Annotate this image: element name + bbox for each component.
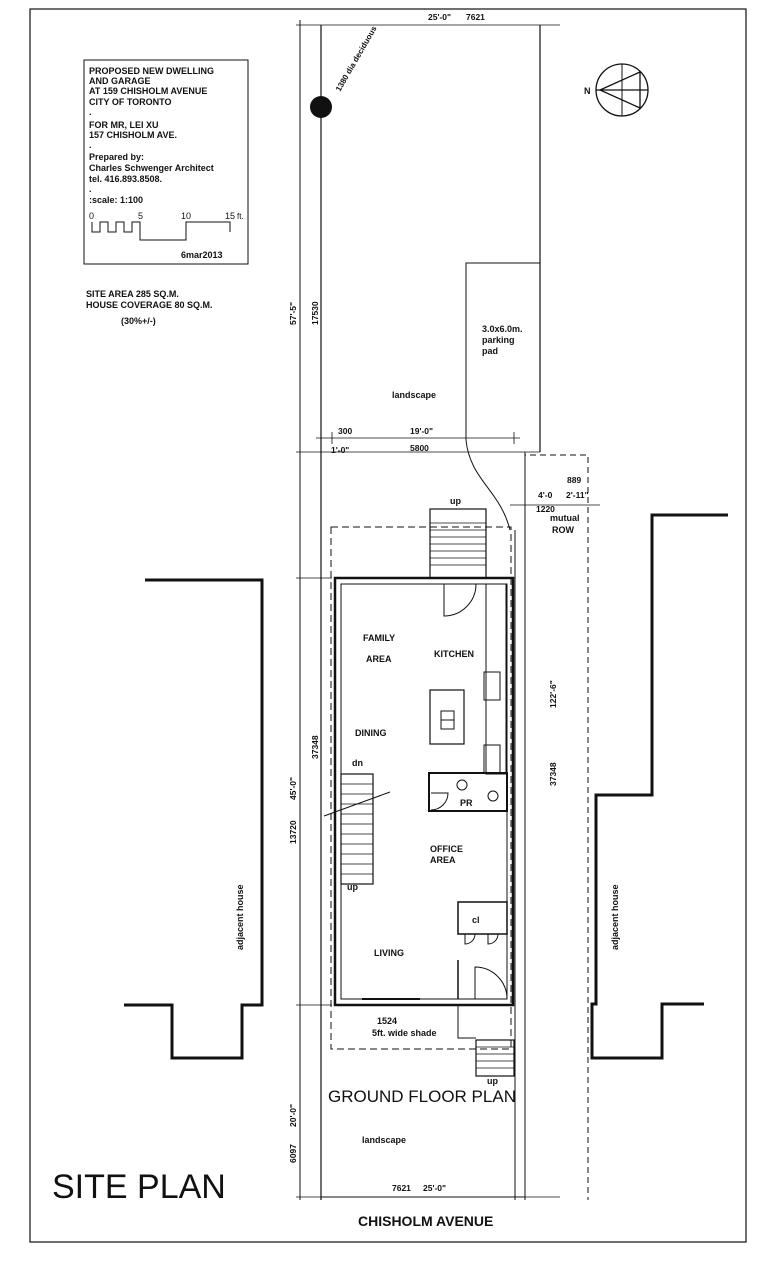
dim-2-11: 2'-11" — [566, 490, 589, 500]
title-block-line: . — [89, 184, 92, 194]
title-block-line: CITY OF TORONTO — [89, 97, 172, 107]
dim-top-imperial: 25'-0" — [428, 12, 451, 22]
room-label-living: LIVING — [374, 948, 404, 958]
title-block-line: Charles Schwenger Architect — [89, 163, 214, 173]
dim-lot-depth-metric: 17530 — [310, 301, 320, 325]
ground-floor-plan — [323, 508, 515, 1077]
parking-label-1: 3.0x6.0m. — [482, 324, 523, 334]
dim-122-6: 122'-6" — [548, 680, 558, 708]
tree-label: 1380 dia deciduous — [334, 24, 379, 93]
dim-5800: 5800 — [410, 443, 429, 453]
shade-label: 5ft. wide shade — [372, 1028, 437, 1038]
row-label: ROW — [552, 525, 575, 535]
drawing-date: 6mar2013 — [181, 250, 223, 260]
adjacent-house-right — [590, 513, 728, 1060]
room-label-family: FAMILY — [363, 633, 395, 643]
street-name: CHISHOLM AVENUE — [358, 1213, 493, 1229]
dim-19-0: 19'-0" — [410, 426, 433, 436]
title-block-line: . — [89, 140, 92, 150]
house-coverage: HOUSE COVERAGE 80 SQ.M. — [86, 300, 213, 310]
closet-label: cl — [472, 915, 480, 925]
title-block-line: tel. 416.893.8508. — [89, 174, 162, 184]
front-steps-up-label: up — [487, 1076, 498, 1086]
dim-37348-left: 37348 — [310, 735, 320, 759]
rear-steps-up-label: up — [450, 496, 461, 506]
stair-dn-label: dn — [352, 758, 363, 768]
dim-37348-right: 37348 — [548, 762, 558, 786]
sheet-border — [29, 8, 747, 1243]
mutual-label: mutual — [550, 513, 580, 523]
parking-label-2: parking — [482, 335, 515, 345]
title-block-line: AND GARAGE — [89, 76, 151, 86]
room-label-dining: DINING — [355, 728, 387, 738]
dim-20-0: 20'-0" — [288, 1104, 298, 1127]
dim-13720: 13720 — [288, 820, 298, 844]
title-block-line: Prepared by: — [89, 152, 144, 162]
scale-tick-10: 10 — [181, 211, 191, 221]
adjacent-house-left — [124, 578, 264, 1060]
scale-tick-15: 15 — [225, 211, 235, 221]
scale-unit: ft. — [237, 212, 244, 221]
dim-6097: 6097 — [288, 1144, 298, 1163]
scale-bar: 0 5 10 15 ft. — [89, 211, 244, 241]
site-area: SITE AREA 285 SQ.M. — [86, 289, 179, 299]
tree-icon — [310, 96, 332, 118]
title-block-line: 157 CHISHOLM AVE. — [89, 130, 177, 140]
title-block-line: AT 159 CHISHOLM AVENUE — [89, 86, 207, 96]
dim-lot-depth-imperial: 57'-5" — [288, 302, 298, 325]
title-block-line: . — [89, 107, 92, 117]
dimension-lines — [296, 20, 600, 1200]
landscape-front-label: landscape — [362, 1135, 406, 1145]
north-label: N — [584, 86, 591, 96]
room-label-family-area: AREA — [366, 654, 392, 664]
dim-45-0: 45'-0" — [288, 777, 298, 800]
room-label-kitchen: KITCHEN — [434, 649, 474, 659]
dim-bottom-metric: 7621 — [392, 1183, 411, 1193]
title-block-line: FOR MR, LEI XU — [89, 120, 159, 130]
dim-1-0: 1'-0" — [331, 445, 349, 455]
room-label-office: OFFICE — [430, 844, 463, 854]
site-plan-title: SITE PLAN — [52, 1168, 226, 1206]
dim-bottom-imperial: 25'-0" — [423, 1183, 446, 1193]
stair-up-label: up — [347, 882, 358, 892]
adjacent-house-left-label: adjacent house — [235, 884, 245, 950]
lot-lines — [320, 25, 589, 1200]
title-block-line: PROPOSED NEW DWELLING — [89, 66, 214, 76]
dim-889: 889 — [567, 475, 581, 485]
room-label-pr: PR — [460, 798, 473, 808]
dim-1220: 1220 — [536, 504, 555, 514]
coverage-percent: (30%+/-) — [121, 316, 156, 326]
dim-top-metric: 7621 — [466, 12, 485, 22]
room-label-office-area: AREA — [430, 855, 456, 865]
adjacent-house-right-label: adjacent house — [610, 884, 620, 950]
landscape-rear-label: landscape — [392, 390, 436, 400]
dim-4-0: 4'-0 — [538, 490, 553, 500]
scale-tick-0: 0 — [89, 211, 94, 221]
title-block-line: :scale: 1:100 — [89, 195, 143, 205]
ground-floor-plan-title: GROUND FLOOR PLAN — [328, 1087, 516, 1106]
shade-dim: 1524 — [377, 1016, 397, 1026]
parking-label-3: pad — [482, 346, 498, 356]
north-arrow-icon: N — [584, 63, 649, 117]
dim-300: 300 — [338, 426, 352, 436]
scale-tick-5: 5 — [138, 211, 143, 221]
